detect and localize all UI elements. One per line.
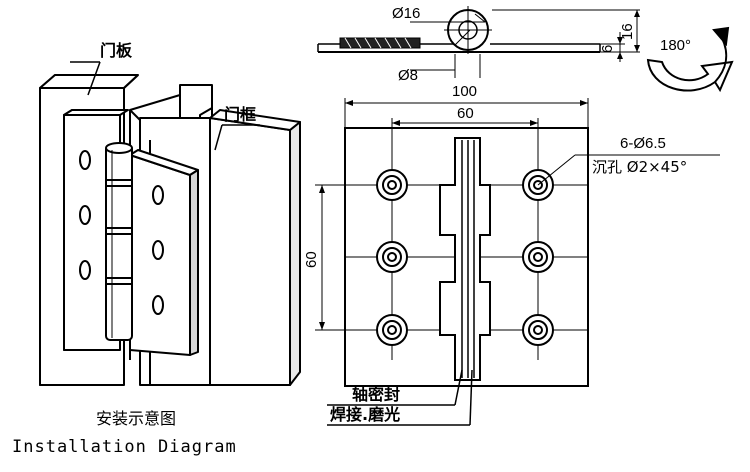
front-view: [315, 98, 720, 426]
overall-width-dim: 100: [452, 83, 477, 100]
height-dim: 16: [619, 23, 636, 40]
hole-spec-label: 6-Ø6.5: [620, 135, 666, 152]
hole-middle-right: [522, 241, 554, 273]
hole-bottom-right: [522, 314, 554, 346]
horizontal-pitch-dim: 60: [457, 105, 474, 122]
hinge-knuckle: [105, 142, 133, 341]
hole-middle-left: [376, 241, 408, 273]
hole-bottom-left: [376, 314, 408, 346]
pin-diameter-dim: Ø8: [398, 67, 418, 84]
door-frame-label: 门框: [224, 105, 256, 124]
isometric-view: [39, 61, 301, 386]
countersink-spec-label: 沉孔 Ø2×45°: [592, 158, 687, 176]
hole-top-left: [376, 169, 408, 201]
weld-polish-label: 焊接.磨光: [330, 405, 400, 424]
caption-chinese: 安装示意图: [96, 409, 176, 428]
shaft-seal-label: 轴密封: [352, 385, 400, 404]
hinge-leaf-right: [129, 149, 199, 356]
rotation-angle-label: 180°: [660, 37, 691, 54]
vertical-pitch-dim: 60: [303, 251, 320, 268]
mounting-holes: [376, 169, 554, 346]
thickness-dim: 6: [599, 45, 616, 53]
rotation-arrow-icon: [646, 26, 734, 93]
knuckle-profile: [439, 137, 491, 381]
knuckle-diameter-dim: Ø16: [392, 5, 420, 22]
side-view: [317, 6, 640, 78]
caption-english: Installation Diagram: [12, 437, 237, 457]
door-panel-label: 门板: [100, 41, 133, 60]
